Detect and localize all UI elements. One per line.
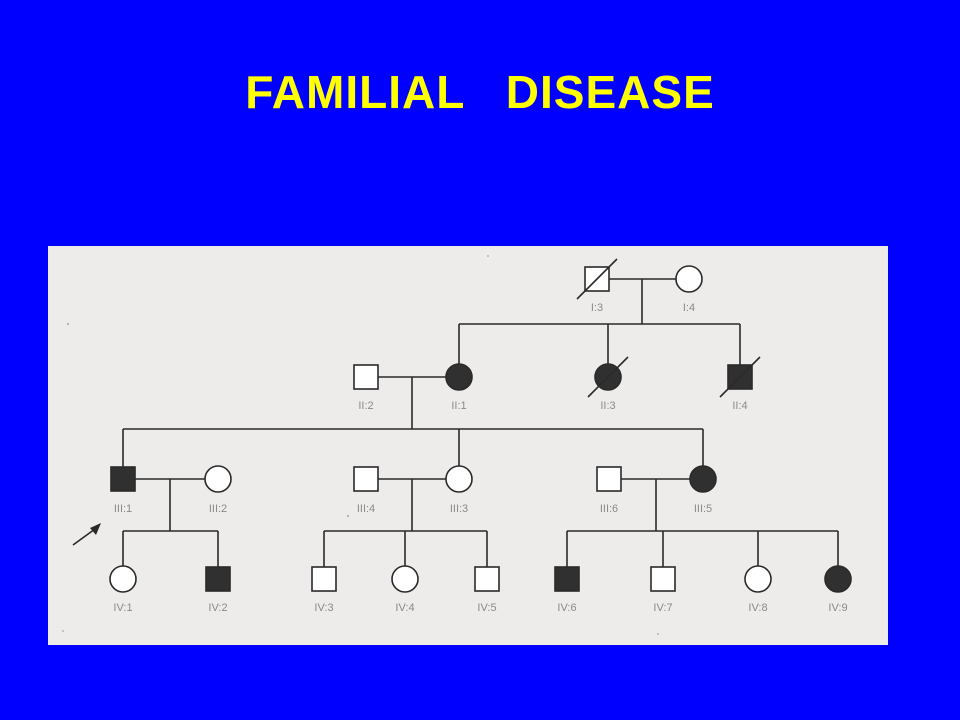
male-symbol-iii-6 <box>596 466 622 492</box>
individual-label: IV:8 <box>748 602 767 614</box>
individual-label: III:6 <box>600 503 618 515</box>
individual-label: IV:4 <box>395 602 414 614</box>
male-symbol-iv-5 <box>474 566 500 592</box>
deceased-slash <box>576 258 618 300</box>
deceased-slash <box>719 356 761 398</box>
male-symbol-iv-3 <box>311 566 337 592</box>
scan-specks <box>62 255 659 635</box>
individual-label: IV:6 <box>557 602 576 614</box>
individual-label: II:4 <box>732 400 747 412</box>
female-symbol-iv-4 <box>391 565 419 593</box>
individual-label: IV:1 <box>113 602 132 614</box>
proband-arrow-icon <box>90 523 101 535</box>
male-symbol-ii-2 <box>353 364 379 390</box>
individual-label: II:1 <box>451 400 466 412</box>
male-symbol-iv-2 <box>205 566 231 592</box>
individual-label: IV:9 <box>828 602 847 614</box>
individual-label: III:2 <box>209 503 227 515</box>
individual-label: III:3 <box>450 503 468 515</box>
individual-label: II:2 <box>358 400 373 412</box>
proband-arrow-shaft <box>72 528 96 546</box>
individual-label: III:5 <box>694 503 712 515</box>
individual-label: IV:3 <box>314 602 333 614</box>
male-symbol-iv-7 <box>650 566 676 592</box>
deceased-slash <box>587 356 629 398</box>
individual-label: III:1 <box>114 503 132 515</box>
female-symbol-iv-1 <box>109 565 137 593</box>
individual-label: IV:5 <box>477 602 496 614</box>
individual-label: IV:2 <box>208 602 227 614</box>
female-symbol-iii-2 <box>204 465 232 493</box>
female-symbol-iv-9 <box>824 565 852 593</box>
male-symbol-iii-4 <box>353 466 379 492</box>
male-symbol-iv-6 <box>554 566 580 592</box>
female-symbol-iii-3 <box>445 465 473 493</box>
slide-title: FAMILIAL DISEASE <box>245 66 715 118</box>
individual-label: I:3 <box>591 302 603 314</box>
female-symbol-ii-1 <box>445 363 473 391</box>
female-symbol-iv-8 <box>744 565 772 593</box>
individual-label: I:4 <box>683 302 695 314</box>
individual-label: IV:7 <box>653 602 672 614</box>
male-symbol-iii-1 <box>110 466 136 492</box>
individual-label: II:3 <box>600 400 615 412</box>
individual-label: III:4 <box>357 503 375 515</box>
female-symbol-i-4 <box>675 265 703 293</box>
female-symbol-iii-5 <box>689 465 717 493</box>
